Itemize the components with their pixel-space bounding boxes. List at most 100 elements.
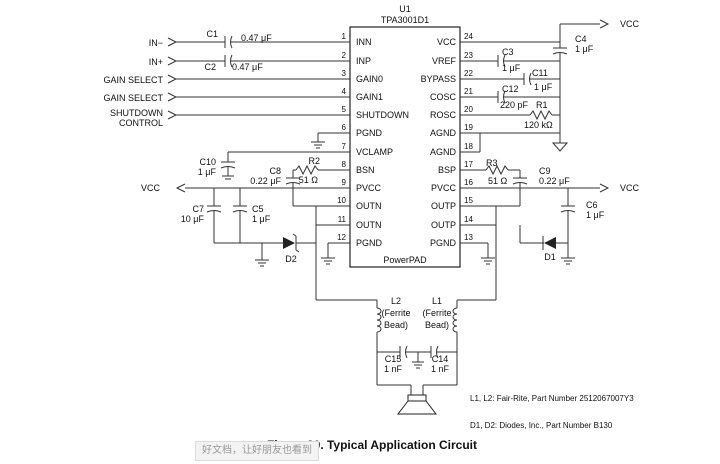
- l2-label: L2: [391, 296, 401, 306]
- pin-number-left: 12: [337, 233, 346, 242]
- pin-name-right: PVCC: [431, 183, 457, 193]
- l2-ferrite: (Ferrite: [382, 308, 411, 318]
- input-connectors: [167, 37, 335, 120]
- d1-diode: [520, 236, 556, 250]
- c6-value: 1 μF: [586, 210, 605, 220]
- pin-name-left: PGND: [356, 128, 383, 138]
- c14-value: 1 nF: [431, 364, 450, 374]
- c9-value: 0.22 μF: [539, 176, 570, 186]
- pin-number-right: 18: [464, 142, 473, 151]
- l1-ferrite: (Ferrite: [423, 308, 452, 318]
- pin-number-left: 7: [342, 142, 347, 151]
- r1-label: R1: [536, 100, 548, 110]
- ic-pins: 1INN2INP3GAIN04GAIN15SHUTDOWN6PGND7VCLAM…: [337, 32, 473, 248]
- pin-number-left: 3: [342, 69, 347, 78]
- pin-number-right: 16: [464, 178, 473, 187]
- vcc-top-label: VCC: [620, 19, 640, 29]
- pin-name-left: GAIN0: [356, 74, 383, 84]
- c10-network: [220, 151, 335, 180]
- left-supply-network: [175, 183, 335, 267]
- pin-name-right: VREF: [432, 56, 457, 66]
- pin-name-left: VCLAMP: [356, 147, 393, 157]
- vcc-left-label: VCC: [141, 183, 161, 193]
- r2-label: R2: [308, 156, 320, 166]
- c8-label: C8: [269, 166, 281, 176]
- l1-label: L1: [432, 296, 442, 306]
- pin-name-right: BSP: [438, 165, 456, 175]
- pin-name-right: AGND: [430, 128, 457, 138]
- c14-label: C14: [432, 354, 449, 364]
- l2-bead: Bead): [384, 320, 408, 330]
- c8-value: 0.22 μF: [250, 176, 281, 186]
- c10-label: C10: [199, 157, 216, 167]
- ic-ref: U1: [399, 4, 411, 14]
- pin-name-right: COSC: [430, 92, 457, 102]
- input-in-plus: IN+: [149, 57, 163, 67]
- pin-number-left: 4: [342, 87, 347, 96]
- c7-label: C7: [192, 204, 204, 214]
- c5-value: 1 μF: [252, 214, 271, 224]
- pin-number-left: 5: [342, 105, 347, 114]
- l1-bead: Bead): [425, 320, 449, 330]
- d2-label: D2: [285, 254, 297, 264]
- pin-name-left: PVCC: [356, 183, 382, 193]
- pin-name-left: PGND: [356, 238, 383, 248]
- pin-name-right: ROSC: [430, 110, 457, 120]
- pin-number-right: 13: [464, 233, 473, 242]
- pin-number-right: 22: [464, 69, 473, 78]
- pin-name-left: INP: [356, 56, 371, 66]
- pin-name-right: OUTP: [431, 220, 456, 230]
- bsn-network: [285, 164, 335, 226]
- input-gain-select-0: GAIN SELECT: [103, 75, 163, 85]
- pin-number-left: 1: [342, 32, 347, 41]
- r2-value: 51 Ω: [299, 175, 319, 185]
- pin-number-left: 11: [338, 215, 347, 224]
- pin-name-left: GAIN1: [356, 92, 383, 102]
- c4-label: C4: [575, 34, 587, 44]
- pin-number-right: 17: [464, 160, 473, 169]
- ic-powerpad: PowerPAD: [383, 255, 427, 265]
- pin-number-right: 15: [464, 196, 473, 205]
- c6-label: C6: [586, 200, 598, 210]
- pin-number-right: 19: [464, 123, 473, 132]
- c12-label: C12: [502, 84, 519, 94]
- pin-number-left: 6: [342, 123, 347, 132]
- c2-value: 0.47 μF: [232, 62, 263, 72]
- c1-label: C1: [206, 29, 218, 39]
- c10-value: 1 μF: [198, 167, 217, 177]
- ic-body: [349, 26, 461, 268]
- c7-value: 10 μF: [181, 214, 205, 224]
- note-diodes: D1, D2: Diodes, Inc., Part Number B130: [470, 421, 613, 430]
- c4-value: 1 μF: [575, 44, 594, 54]
- pin-number-right: 21: [464, 87, 473, 96]
- c15-label: C15: [385, 354, 402, 364]
- pgnd6-ground: [311, 132, 335, 149]
- ic-part: TPA3001D1: [381, 15, 429, 25]
- pin-number-left: 10: [337, 196, 346, 205]
- pin-number-right: 20: [464, 105, 473, 114]
- d1-label: D1: [544, 252, 556, 262]
- c3-label: C3: [502, 47, 514, 57]
- c12-value: 220 pF: [500, 100, 529, 110]
- pin-name-right: VCC: [437, 37, 457, 47]
- input-in-minus: IN−: [149, 38, 163, 48]
- pin-number-left: 2: [342, 51, 347, 60]
- c11-label: C11: [532, 68, 548, 78]
- c1-value: 0.47 μF: [241, 33, 272, 43]
- bsp-network: [480, 164, 610, 300]
- c11-value: 1 μF: [534, 82, 553, 92]
- pin-name-right: BYPASS: [421, 74, 456, 84]
- pgnd12-ground: [321, 242, 335, 265]
- d2-diode: [283, 225, 317, 300]
- cap-c2-symbol: [224, 54, 233, 68]
- pin-number-right: 14: [464, 215, 473, 224]
- pin-name-right: PGND: [430, 238, 457, 248]
- note-inductors: L1, L2: Fair-Rite, Part Number 251206700…: [470, 394, 634, 403]
- pin-name-left: INN: [356, 37, 372, 47]
- watermark-banner: 好文档，让好朋友也看到: [195, 441, 319, 461]
- vcc-right-label: VCC: [620, 183, 640, 193]
- cap-c1-symbol: [224, 35, 233, 49]
- pin-number-left: 9: [342, 178, 347, 187]
- c5-label: C5: [252, 204, 264, 214]
